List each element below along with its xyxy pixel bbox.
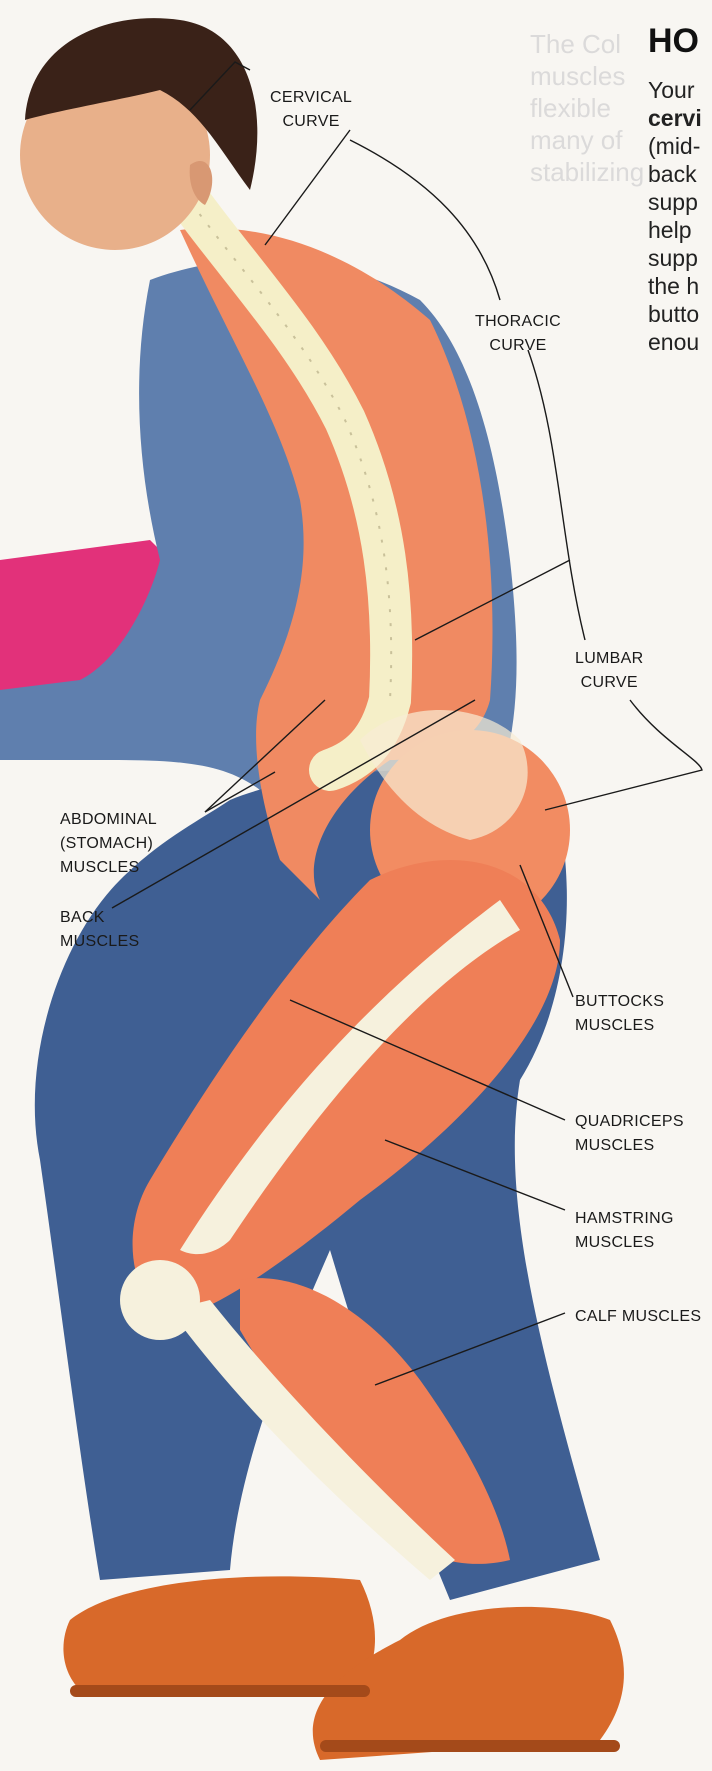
body-line: enou	[648, 328, 712, 356]
body-line: Your	[648, 76, 712, 104]
background-line: many of	[530, 124, 644, 156]
label-line: CURVE	[270, 110, 352, 134]
label-line: MUSCLES	[575, 1134, 684, 1158]
left-shoe	[63, 1576, 375, 1690]
body-line: (mid-	[648, 132, 712, 160]
page-heading: HO	[648, 22, 699, 61]
body-line: supp	[648, 188, 712, 216]
background-line: flexible	[530, 92, 644, 124]
label-line: CURVE	[475, 334, 561, 358]
cervical-leader-2	[265, 130, 350, 245]
label-line: (STOMACH)	[60, 832, 157, 856]
background-line: The Col	[530, 28, 644, 60]
thoracic-leader	[350, 140, 500, 300]
label-quadriceps-muscles: QUADRICEPS MUSCLES	[575, 1110, 684, 1158]
label-line: BACK	[60, 906, 139, 930]
label-thoracic-curve: THORACIC CURVE	[475, 310, 561, 358]
right-sole	[320, 1740, 620, 1752]
left-sole	[70, 1685, 370, 1697]
body-line: the h	[648, 272, 712, 300]
body-line: cervi	[648, 104, 712, 132]
label-calf-muscles: CALF MUSCLES	[575, 1305, 701, 1329]
label-line: ABDOMINAL	[60, 808, 157, 832]
background-text: The Col muscles flexible many of stabili…	[530, 28, 644, 188]
body-line: help	[648, 216, 712, 244]
knee	[120, 1260, 200, 1340]
label-line: BUTTOCKS	[575, 990, 664, 1014]
label-line: MUSCLES	[575, 1231, 674, 1255]
body-line: back	[648, 160, 712, 188]
thoracic-leader-2	[528, 350, 585, 640]
background-line: muscles	[530, 60, 644, 92]
label-line: HAMSTRING	[575, 1207, 674, 1231]
body-line: butto	[648, 300, 712, 328]
background-line: stabilizing	[530, 156, 644, 188]
label-lumbar-curve: LUMBAR CURVE	[575, 647, 643, 695]
label-line: CURVE	[575, 671, 643, 695]
label-hamstring-muscles: HAMSTRING MUSCLES	[575, 1207, 674, 1255]
body-text: Your cervi (mid- back supp help supp the…	[648, 76, 712, 356]
body-line: supp	[648, 244, 712, 272]
label-line: CERVICAL	[270, 86, 352, 110]
label-back-muscles: BACK MUSCLES	[60, 906, 139, 954]
label-line: MUSCLES	[575, 1014, 664, 1038]
label-line: CALF MUSCLES	[575, 1305, 701, 1329]
label-line: MUSCLES	[60, 930, 139, 954]
label-line: QUADRICEPS	[575, 1110, 684, 1134]
label-abdominal-muscles: ABDOMINAL (STOMACH) MUSCLES	[60, 808, 157, 880]
label-line: LUMBAR	[575, 647, 643, 671]
label-line: THORACIC	[475, 310, 561, 334]
label-line: MUSCLES	[60, 856, 157, 880]
label-cervical-curve: CERVICAL CURVE	[270, 86, 352, 134]
lumbar-leader-2	[545, 700, 702, 810]
label-buttocks-muscles: BUTTOCKS MUSCLES	[575, 990, 664, 1038]
